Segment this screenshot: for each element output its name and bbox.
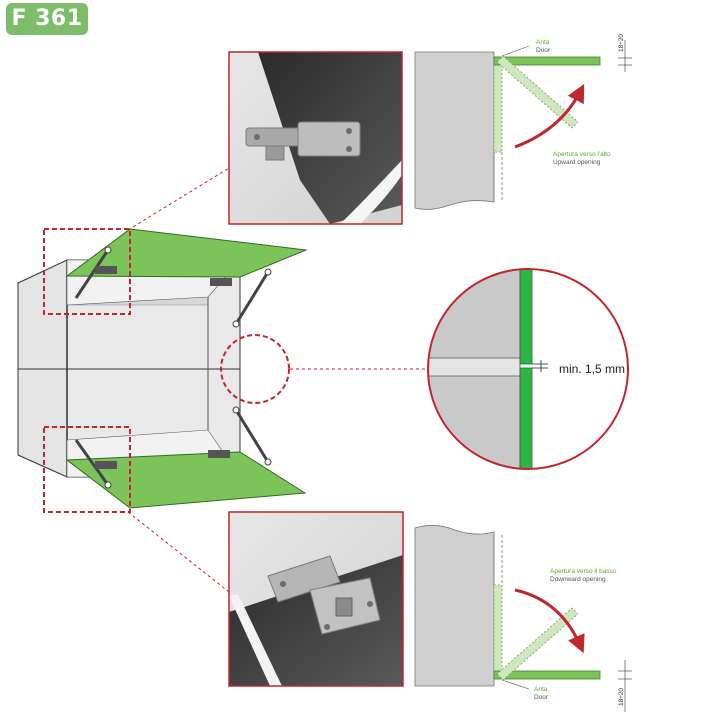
door-label-en-bottom: Door — [534, 694, 549, 701]
door-panel-top-open — [493, 56, 601, 66]
callout-circle-gap — [220, 334, 290, 404]
downward-arrow — [514, 588, 585, 654]
opening-label-it-bottom: Apertura verso il basso — [550, 568, 617, 575]
bottom-hinge-photo — [228, 511, 404, 687]
door-label-it-top: Anta — [536, 39, 550, 46]
upward-arrow — [514, 84, 585, 149]
thickness-label-top: 18÷20 — [618, 34, 625, 52]
bottom-section-detail: Apertura verso il basso Downward opening… — [414, 525, 632, 712]
gap-detail-circle: min. 1,5 mm — [427, 268, 629, 470]
upper-door-open — [65, 228, 308, 278]
callout-line-top — [127, 167, 230, 231]
door-label-en-top: Door — [536, 47, 551, 54]
top-section-detail: Anta Door Apertura verso l'alto Upward o… — [414, 34, 632, 210]
hinge-plate-top — [245, 121, 361, 161]
lower-door-open — [65, 451, 307, 509]
door-label-it-bottom: Anta — [534, 686, 548, 693]
model-badge: F 361 — [6, 3, 88, 35]
door-panel-bottom-open — [493, 670, 601, 680]
cabinet-illustration — [17, 228, 308, 513]
opening-label-it-top: Apertura verso l'alto — [553, 151, 611, 158]
callout-box-top — [43, 228, 131, 315]
hinge-plate-bottom — [267, 555, 381, 635]
callout-box-bottom — [43, 426, 131, 513]
top-hinge-photo — [228, 51, 403, 225]
thickness-label-bottom: 18÷20 — [618, 688, 625, 706]
callout-line-bottom — [127, 511, 230, 593]
opening-label-en-top: Upward opening — [553, 159, 601, 166]
gap-min-label: min. 1,5 mm — [559, 362, 625, 376]
opening-label-en-bottom: Downward opening — [550, 576, 606, 583]
